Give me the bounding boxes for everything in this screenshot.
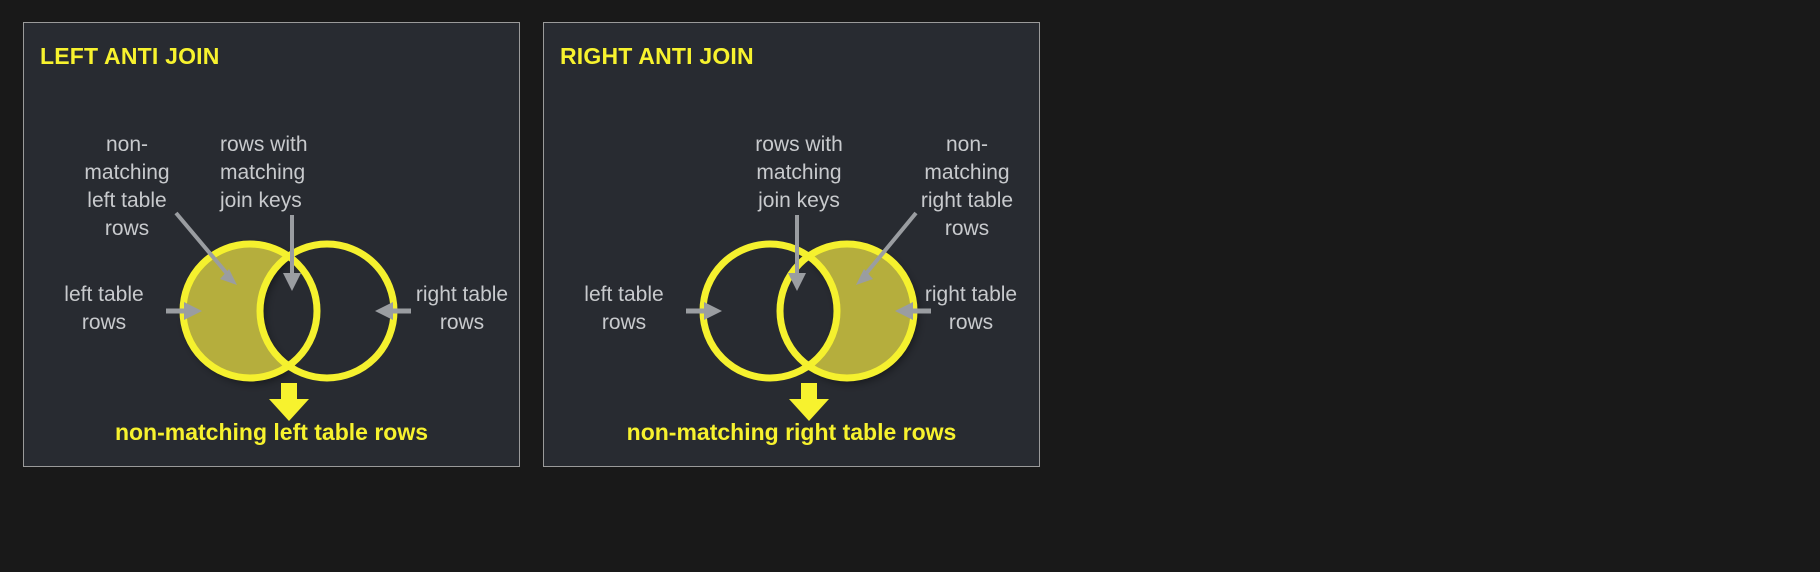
result-arrow-left	[269, 383, 309, 421]
label-left-table-rows-right: left table rows	[584, 283, 664, 334]
label-right-table-rows-left: right table rows	[415, 283, 509, 334]
panel-right-anti-join: RIGHT ANTI JOIN	[543, 22, 1040, 467]
result-arrow-right	[789, 383, 829, 421]
panel-title-right: RIGHT ANTI JOIN	[560, 43, 754, 69]
arrow-non-matching-left	[174, 211, 237, 285]
label-non-matching-left: non- matching left table rows	[84, 133, 170, 240]
label-left-table-rows-left: left table rows	[64, 283, 144, 334]
venn-diagram-right	[544, 23, 1039, 466]
left-only-fill-region	[183, 244, 317, 378]
caption-right: non-matching right table rows	[626, 419, 957, 445]
panel-title-left: LEFT ANTI JOIN	[40, 43, 220, 69]
arrow-matching-join-keys-right	[788, 215, 806, 291]
venn-diagram-left	[24, 23, 519, 466]
label-non-matching-right: non- matching right table rows	[920, 133, 1014, 240]
arrow-right-table-rows-right	[895, 302, 931, 320]
label-matching-join-keys-right: rows with matching join keys	[755, 133, 843, 212]
arrow-left-table-rows-left	[166, 302, 202, 320]
panel-left-anti-join: LEFT ANTI JOIN	[23, 22, 520, 467]
arrow-right-table-rows-left	[375, 302, 411, 320]
arrow-left-table-rows-right	[686, 302, 722, 320]
right-only-fill-region	[780, 244, 914, 378]
arrow-matching-join-keys-left	[283, 215, 301, 291]
arrow-non-matching-right	[856, 211, 918, 285]
label-matching-join-keys-left: rows with matching join keys	[220, 133, 308, 212]
caption-left: non-matching left table rows	[114, 419, 429, 445]
label-right-table-rows-right: right table rows	[924, 283, 1018, 334]
